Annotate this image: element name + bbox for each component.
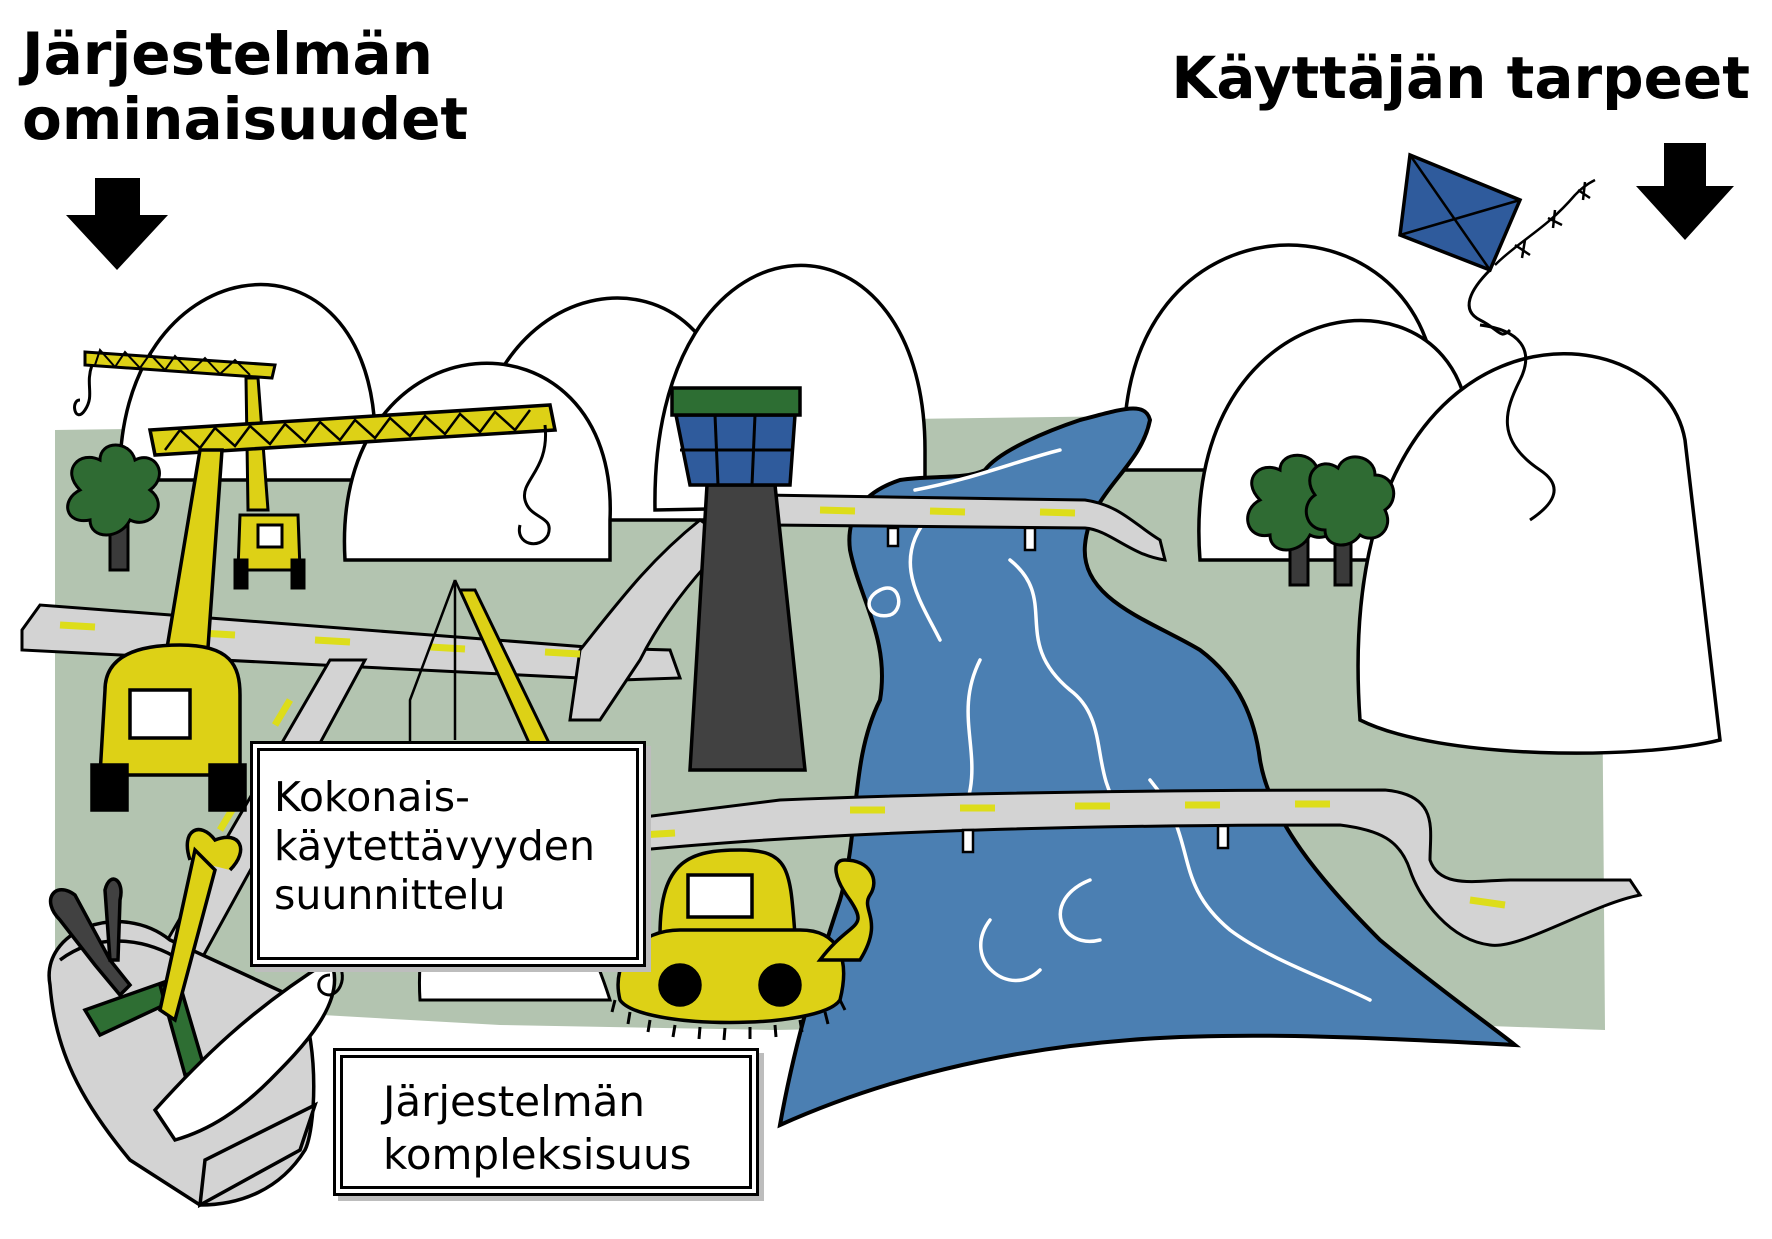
heading-line: Järjestelmän bbox=[22, 20, 433, 88]
tree-icon bbox=[1304, 455, 1396, 587]
system-complexity-label: Järjestelmän kompleksisuus bbox=[333, 1048, 759, 1196]
label-inner-frame: Järjestelmän kompleksisuus bbox=[340, 1055, 752, 1189]
label-line: käytettävyyden bbox=[274, 822, 596, 871]
arrow-down-icon bbox=[1636, 143, 1734, 240]
kite-icon bbox=[1398, 152, 1596, 336]
wrench-icon bbox=[158, 827, 243, 1023]
tower-crane-icon bbox=[90, 403, 558, 812]
arrow-down-icon bbox=[66, 178, 168, 270]
label-line: kompleksisuus bbox=[383, 1129, 692, 1179]
system-features-heading: Järjestelmän ominaisuudet bbox=[22, 22, 468, 152]
scroll-icon bbox=[152, 957, 337, 1143]
heading-line: ominaisuudet bbox=[22, 84, 469, 153]
hill bbox=[1356, 352, 1722, 755]
toolbox-icon bbox=[47, 827, 344, 1209]
label-line: suunnittelu bbox=[274, 871, 506, 920]
bridge-pillars bbox=[886, 526, 1230, 854]
label-line: Järjestelmän bbox=[383, 1077, 646, 1126]
pliers-icon bbox=[48, 877, 133, 998]
label-line: Kokonais- bbox=[274, 773, 470, 821]
bulldozer-icon bbox=[610, 848, 876, 1041]
hill-crevice bbox=[1479, 323, 1556, 522]
tree-icon bbox=[66, 443, 161, 572]
usability-design-label: Kokonais- käytettävyyden suunnittelu bbox=[250, 741, 646, 967]
heading-line: Käyttäjän tarpeet bbox=[1171, 44, 1750, 112]
control-tower-icon bbox=[670, 386, 807, 772]
crane-icon bbox=[73, 348, 306, 590]
user-needs-heading: Käyttäjän tarpeet bbox=[1171, 46, 1750, 111]
label-inner-frame: Kokonais- käytettävyyden suunnittelu bbox=[257, 748, 639, 960]
river-swirls bbox=[867, 448, 1372, 1002]
